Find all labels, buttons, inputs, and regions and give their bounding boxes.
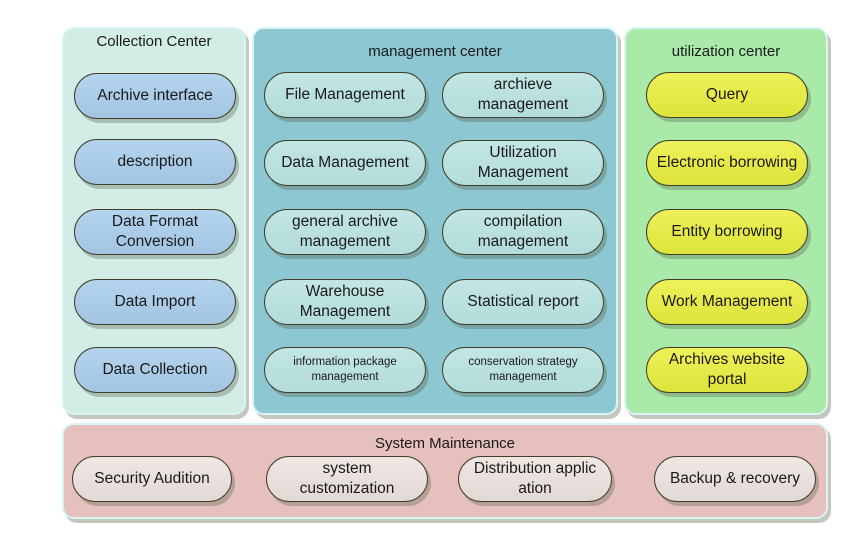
entity-borrowing-node: Entity borrowing: [646, 209, 808, 255]
archieve-management-node: archieve management: [442, 72, 604, 118]
data-management-node: Data Management: [264, 140, 426, 186]
conservation-strategy-management-node: conservation strategy management: [442, 347, 604, 393]
information-package-management-node: information package management: [264, 347, 426, 393]
archive-interface-node: Archive interface: [74, 73, 236, 119]
archives-website-portal-node: Archives website portal: [646, 347, 808, 393]
utilization-center-title: utilization center: [671, 43, 781, 60]
management-center-panel: management center File Management archie…: [252, 27, 618, 415]
data-collection-node: Data Collection: [74, 347, 236, 393]
work-management-node: Work Management: [646, 279, 808, 325]
management-center-title: management center: [368, 43, 502, 60]
system-maintenance-title: System Maintenance: [374, 435, 516, 452]
description-node: description: [74, 139, 236, 185]
data-import-node: Data Import: [74, 279, 236, 325]
distribution-application-node: Distribution applic ation: [458, 456, 612, 502]
utilization-center-panel: utilization center Query Electronic borr…: [624, 27, 828, 415]
data-format-conversion-node: Data Format Conversion: [74, 209, 236, 255]
backup-recovery-node: Backup & recovery: [654, 456, 816, 502]
statistical-report-node: Statistical report: [442, 279, 604, 325]
warehouse-management-node: Warehouse Management: [264, 279, 426, 325]
file-management-node: File Management: [264, 72, 426, 118]
compilation-management-node: compilation management: [442, 209, 604, 255]
security-audition-node: Security Audition: [72, 456, 232, 502]
system-maintenance-panel: System Maintenance Security Audition sys…: [62, 423, 828, 519]
utilization-management-node: Utilization Management: [442, 140, 604, 186]
electronic-borrowing-node: Electronic borrowing: [646, 140, 808, 186]
collection-center-title: Collection Center: [96, 33, 212, 50]
general-archive-management-node: general archive management: [264, 209, 426, 255]
collection-center-panel: Collection Center Archive interface desc…: [62, 27, 246, 415]
system-customization-node: system customization: [266, 456, 428, 502]
query-node: Query: [646, 72, 808, 118]
